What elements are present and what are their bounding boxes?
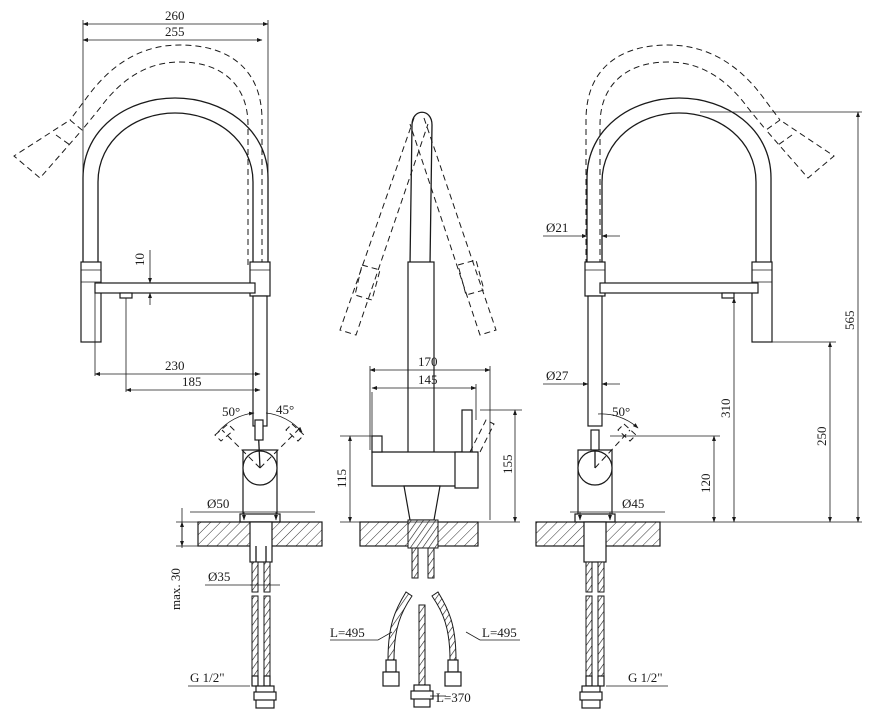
label-lever-angle-right: 50° xyxy=(612,404,630,419)
right-dimensions xyxy=(543,111,862,687)
label-spout-reach: 255 xyxy=(165,24,185,39)
label-body-width: 170 xyxy=(418,354,438,369)
left-dashed-spout xyxy=(13,44,263,265)
label-lever-angle-left: 50° xyxy=(222,404,240,419)
left-spout xyxy=(80,97,271,427)
label-thread-left: G 1/2" xyxy=(190,670,225,685)
label-lever-height: 120 xyxy=(698,474,713,494)
label-holder-reach: 230 xyxy=(165,358,185,373)
label-hose-right-length: L=495 xyxy=(482,625,517,640)
label-spout-diameter: Ø21 xyxy=(546,220,568,235)
center-dimensions xyxy=(330,366,522,697)
label-body-height-left: 115 xyxy=(334,469,349,488)
right-shank xyxy=(579,521,607,709)
label-thread-right: G 1/2" xyxy=(628,670,663,685)
label-shank-diameter: Ø35 xyxy=(208,569,230,584)
label-column-diameter: Ø27 xyxy=(546,368,569,383)
label-base-diameter-right: Ø45 xyxy=(622,496,644,511)
center-dashed-spouts xyxy=(339,117,497,336)
center-spout xyxy=(371,111,495,521)
left-dimensions xyxy=(82,20,315,687)
right-view: Ø21 Ø27 50° 120 310 250 565 Ø45 G 1/2" xyxy=(535,44,862,709)
label-column-height: 310 xyxy=(718,399,733,419)
right-dashed-spout xyxy=(585,44,835,265)
right-spout xyxy=(584,97,773,427)
label-total-reach: 260 xyxy=(165,8,185,23)
label-outlet-height: 250 xyxy=(814,427,829,447)
label-body-inner: 145 xyxy=(418,372,438,387)
label-max-counter: max. 30 xyxy=(168,568,183,610)
label-swivel-angle: 45° xyxy=(276,402,294,417)
label-hose-left-length: L=495 xyxy=(330,625,365,640)
center-view: 170 145 115 155 L=495 L=495 L=370 xyxy=(330,111,522,708)
left-body xyxy=(214,419,305,523)
left-shank xyxy=(249,521,277,709)
label-base-diameter: Ø50 xyxy=(207,496,229,511)
center-hoses xyxy=(382,519,462,708)
right-body xyxy=(574,423,637,523)
label-holder-thickness: 10 xyxy=(132,253,147,266)
label-total-height: 565 xyxy=(842,311,857,331)
label-holder-inner: 185 xyxy=(182,374,202,389)
label-hose-center-length: L=370 xyxy=(436,690,471,705)
label-body-height-right: 155 xyxy=(500,455,515,475)
left-view: 260 255 10 230 185 50° 45° Ø50 max. 30 Ø… xyxy=(13,8,323,709)
